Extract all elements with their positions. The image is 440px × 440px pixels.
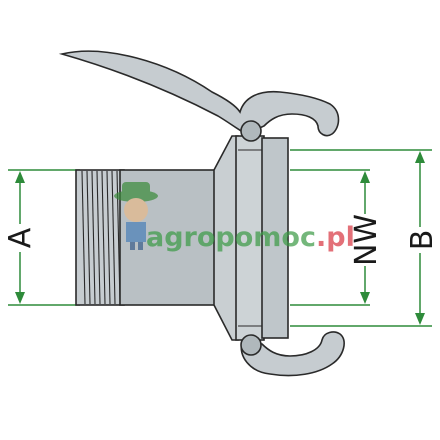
watermark-main-text: agropomoc (146, 222, 316, 253)
dimension-label-a: A (3, 227, 38, 248)
upper-lever (58, 50, 340, 142)
thread-groove (106, 170, 111, 305)
farmer-mascot-icon (114, 182, 158, 250)
watermark-tld-text: .pl (316, 222, 355, 253)
coupling-head (235, 135, 289, 341)
dimension-label-nw: NW (349, 214, 384, 266)
extension-lines (8, 149, 432, 327)
dimension-label-b: B (405, 230, 440, 251)
thread-groove (101, 170, 106, 305)
thread-groove (96, 170, 101, 305)
thread-groove (111, 170, 116, 305)
lower-claw (240, 331, 345, 377)
thread-groove (81, 170, 86, 305)
thread-groove (86, 170, 91, 305)
svg-text:agropomoc.pl: agropomoc.pl (146, 222, 355, 253)
thread-groove (91, 170, 96, 305)
agropomoc-watermark: agropomoc.pl (114, 182, 355, 253)
